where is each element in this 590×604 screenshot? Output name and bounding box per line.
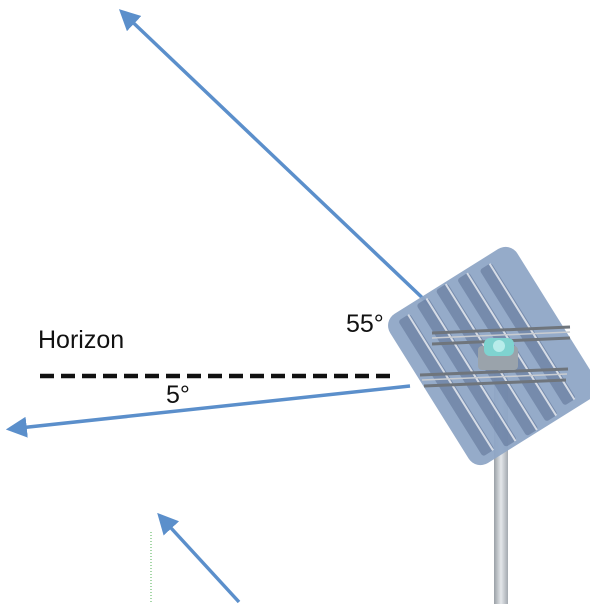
satellite-antenna-icon: [388, 246, 590, 604]
horizon-label: Horizon: [38, 326, 125, 354]
upper-angle-label: 55°: [346, 310, 384, 338]
lower-beam-arrow: [5, 384, 411, 438]
upper-beam-arrow: [118, 9, 434, 309]
bottom-beam-arrow: [157, 512, 241, 604]
lower-angle-label: 5°: [166, 381, 190, 409]
